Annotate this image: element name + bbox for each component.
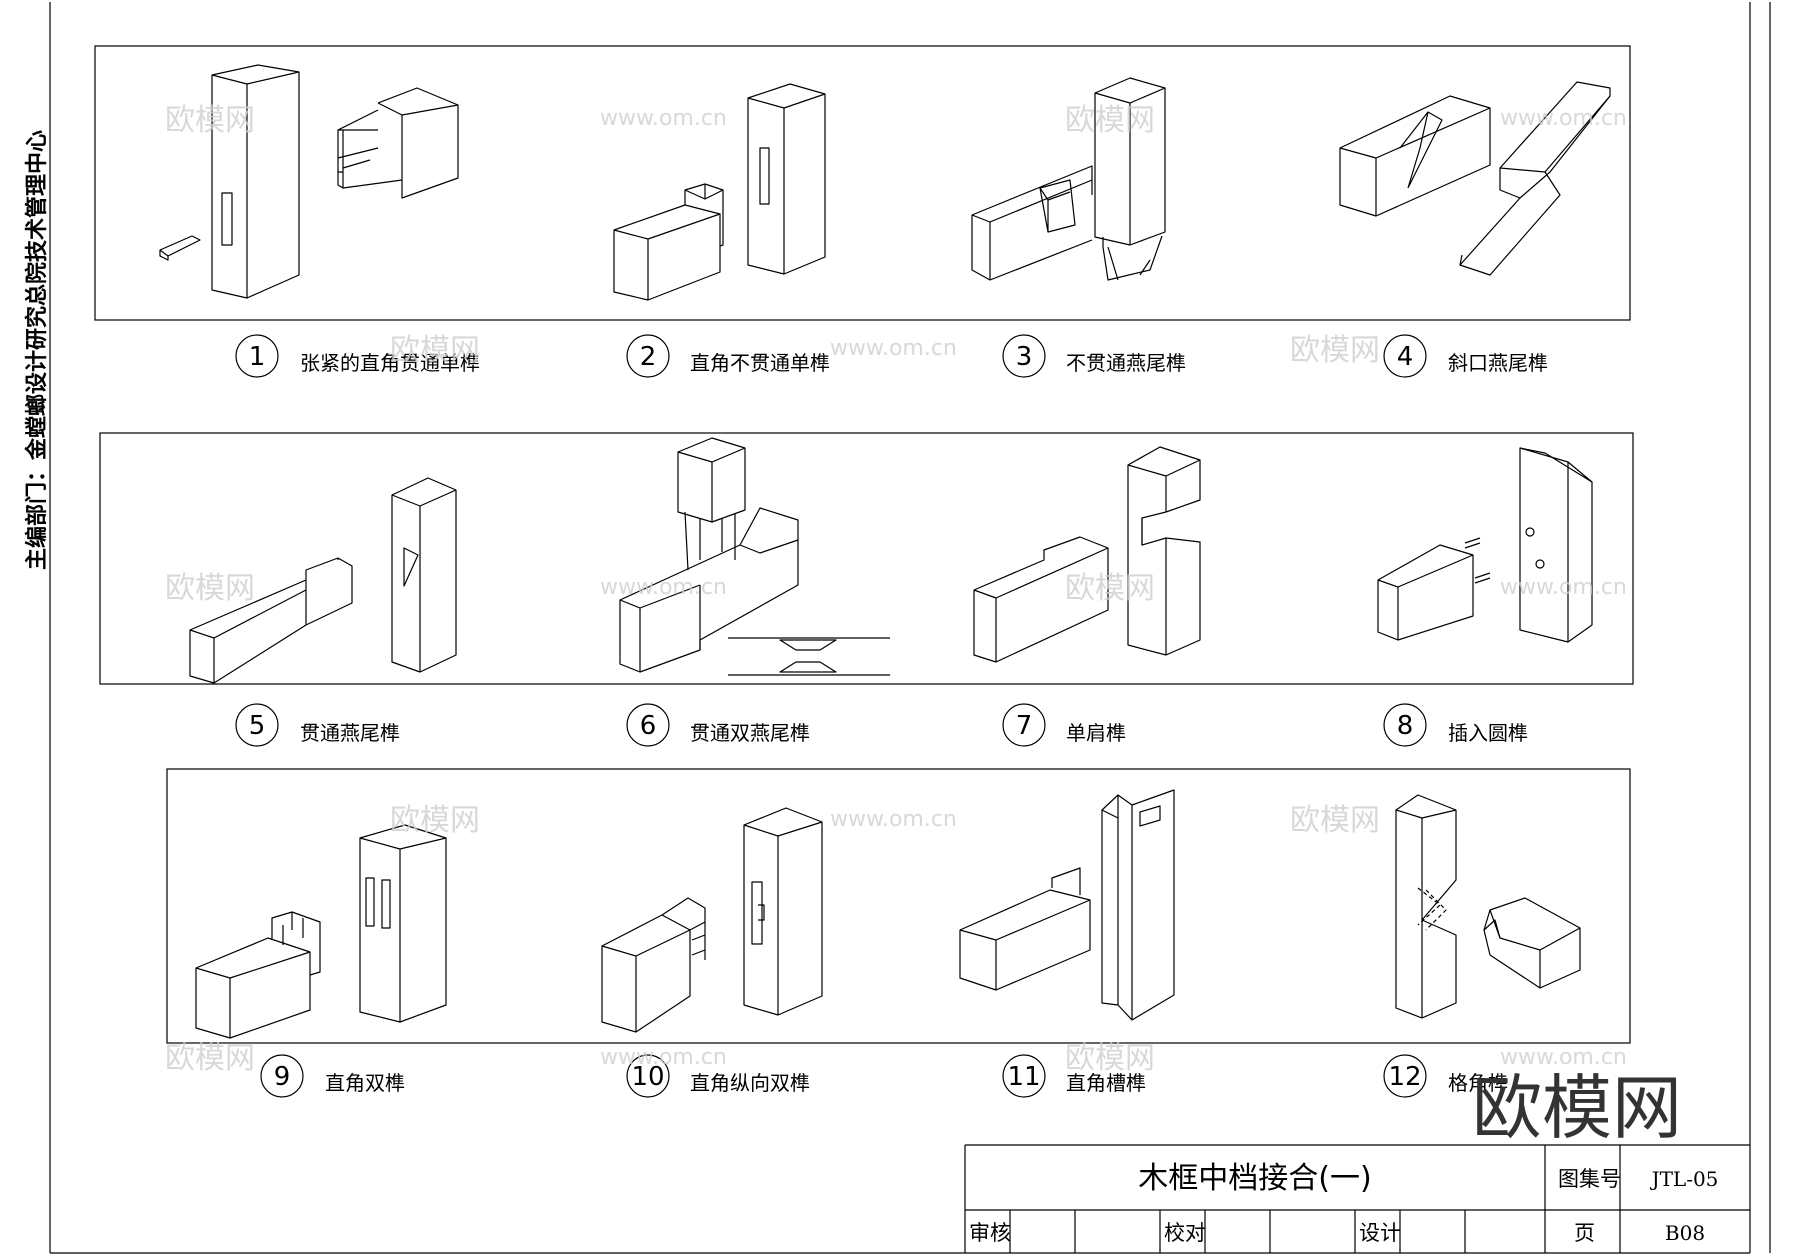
label-4: 4 斜口燕尾榫 [1383,334,1548,378]
watermark-url: www.om.cn [1500,1045,1627,1070]
joint-10-drawing [601,807,823,1033]
drawing-title: 木框中档接合(一) [1138,1161,1371,1196]
joint-5-drawing [189,477,457,684]
label-3-text: 不贯通燕尾榫 [1066,351,1186,375]
watermark-url: www.om.cn [830,336,957,361]
watermark-brand: 欧模网 [1065,1041,1155,1076]
page-label: 页 [1574,1221,1595,1245]
watermark-url: www.om.cn [600,575,727,600]
label-4-text: 斜口燕尾榫 [1448,351,1548,375]
joint-6-drawing [619,437,890,676]
label-3: 3 不贯通燕尾榫 [1002,334,1186,378]
page-value: B08 [1665,1221,1705,1245]
label-8-text: 插入圆榫 [1448,721,1528,745]
label-11-text: 直角槽榫 [1066,1071,1146,1095]
watermark-brand-large: 欧模网 [1472,1067,1682,1149]
label-3-number: 3 [1016,342,1033,372]
watermark-brand: 欧模网 [165,103,255,138]
check-label: 校对 [1164,1221,1206,1245]
label-10-number: 10 [631,1062,664,1092]
label-7-number: 7 [1016,711,1033,741]
label-12-text: 格角榫 [1448,1071,1508,1095]
label-8-number: 8 [1397,711,1414,741]
label-1-text: 张紧的直角贯通单榫 [300,351,480,375]
joint-9-drawing [195,824,447,1039]
joint-3-drawing [971,77,1166,281]
label-6-text: 贯通双燕尾榫 [690,721,810,745]
label-6: 6 贯通双燕尾榫 [626,703,810,747]
label-2-number: 2 [640,342,657,372]
panel-row-1 [94,45,1631,321]
title-block [964,1144,1750,1253]
label-1-number: 1 [249,342,266,372]
label-12-number: 12 [1388,1062,1421,1092]
watermark-url: www.om.cn [1500,575,1627,600]
label-5-number: 5 [249,711,266,741]
atlas-number-value: JTL-05 [1650,1167,1719,1191]
label-2: 2 直角不贯通单榫 [626,334,830,378]
label-1: 1 张紧的直角贯通单榫 [235,334,480,378]
design-label: 设计 [1359,1221,1401,1245]
watermark-url: www.om.cn [600,1045,727,1070]
watermark-brand: 欧模网 [165,571,255,606]
label-11-number: 11 [1007,1062,1040,1092]
label-6-number: 6 [640,711,657,741]
watermark-brand: 欧模网 [165,1041,255,1076]
watermarks: 欧模网 www.om.cn 欧模网 www.om.cn 欧模网 www.om.c… [165,103,1682,1149]
label-9-text: 直角双榫 [325,1071,405,1095]
label-8: 8 插入圆榫 [1383,703,1528,747]
label-12: 12 格角榫 [1383,1054,1508,1098]
joint-2-drawing [613,83,826,301]
watermark-brand: 欧模网 [390,803,480,838]
joint-4-drawing [1339,81,1611,276]
label-10: 10 直角纵向双榫 [626,1054,810,1098]
joint-11-drawing [959,789,1175,1021]
watermark-brand: 欧模网 [390,333,480,368]
watermark-url: www.om.cn [600,106,727,131]
joint-8-drawing [1377,447,1593,643]
watermark-url: www.om.cn [1500,106,1627,131]
label-10-text: 直角纵向双榫 [690,1071,810,1095]
joint-7-drawing [973,446,1201,663]
panel-row-3 [166,768,1631,1044]
label-5: 5 贯通燕尾榫 [235,703,400,747]
sheet-border [49,2,1771,1254]
joint-12-drawing [1395,794,1581,1019]
joint-1-drawing [159,64,459,299]
label-7: 7 单肩榫 [1002,703,1126,747]
side-department-text: 主编部门：金螳螂设计研究总院技术管理中心 [24,130,50,570]
label-4-number: 4 [1397,342,1414,372]
watermark-brand: 欧模网 [1065,103,1155,138]
label-2-text: 直角不贯通单榫 [690,351,830,375]
watermark-url: www.om.cn [830,807,957,832]
label-9-number: 9 [274,1062,291,1092]
atlas-number-label: 图集号 [1558,1167,1621,1191]
watermark-brand: 欧模网 [1065,571,1155,606]
label-5-text: 贯通燕尾榫 [300,721,400,745]
label-9: 9 直角双榫 [260,1054,405,1098]
review-label: 审核 [969,1221,1011,1245]
panel-row-2 [99,432,1634,685]
watermark-brand: 欧模网 [1290,333,1380,368]
watermark-brand: 欧模网 [1290,803,1380,838]
label-11: 11 直角槽榫 [1002,1054,1146,1098]
label-7-text: 单肩榫 [1066,721,1126,745]
